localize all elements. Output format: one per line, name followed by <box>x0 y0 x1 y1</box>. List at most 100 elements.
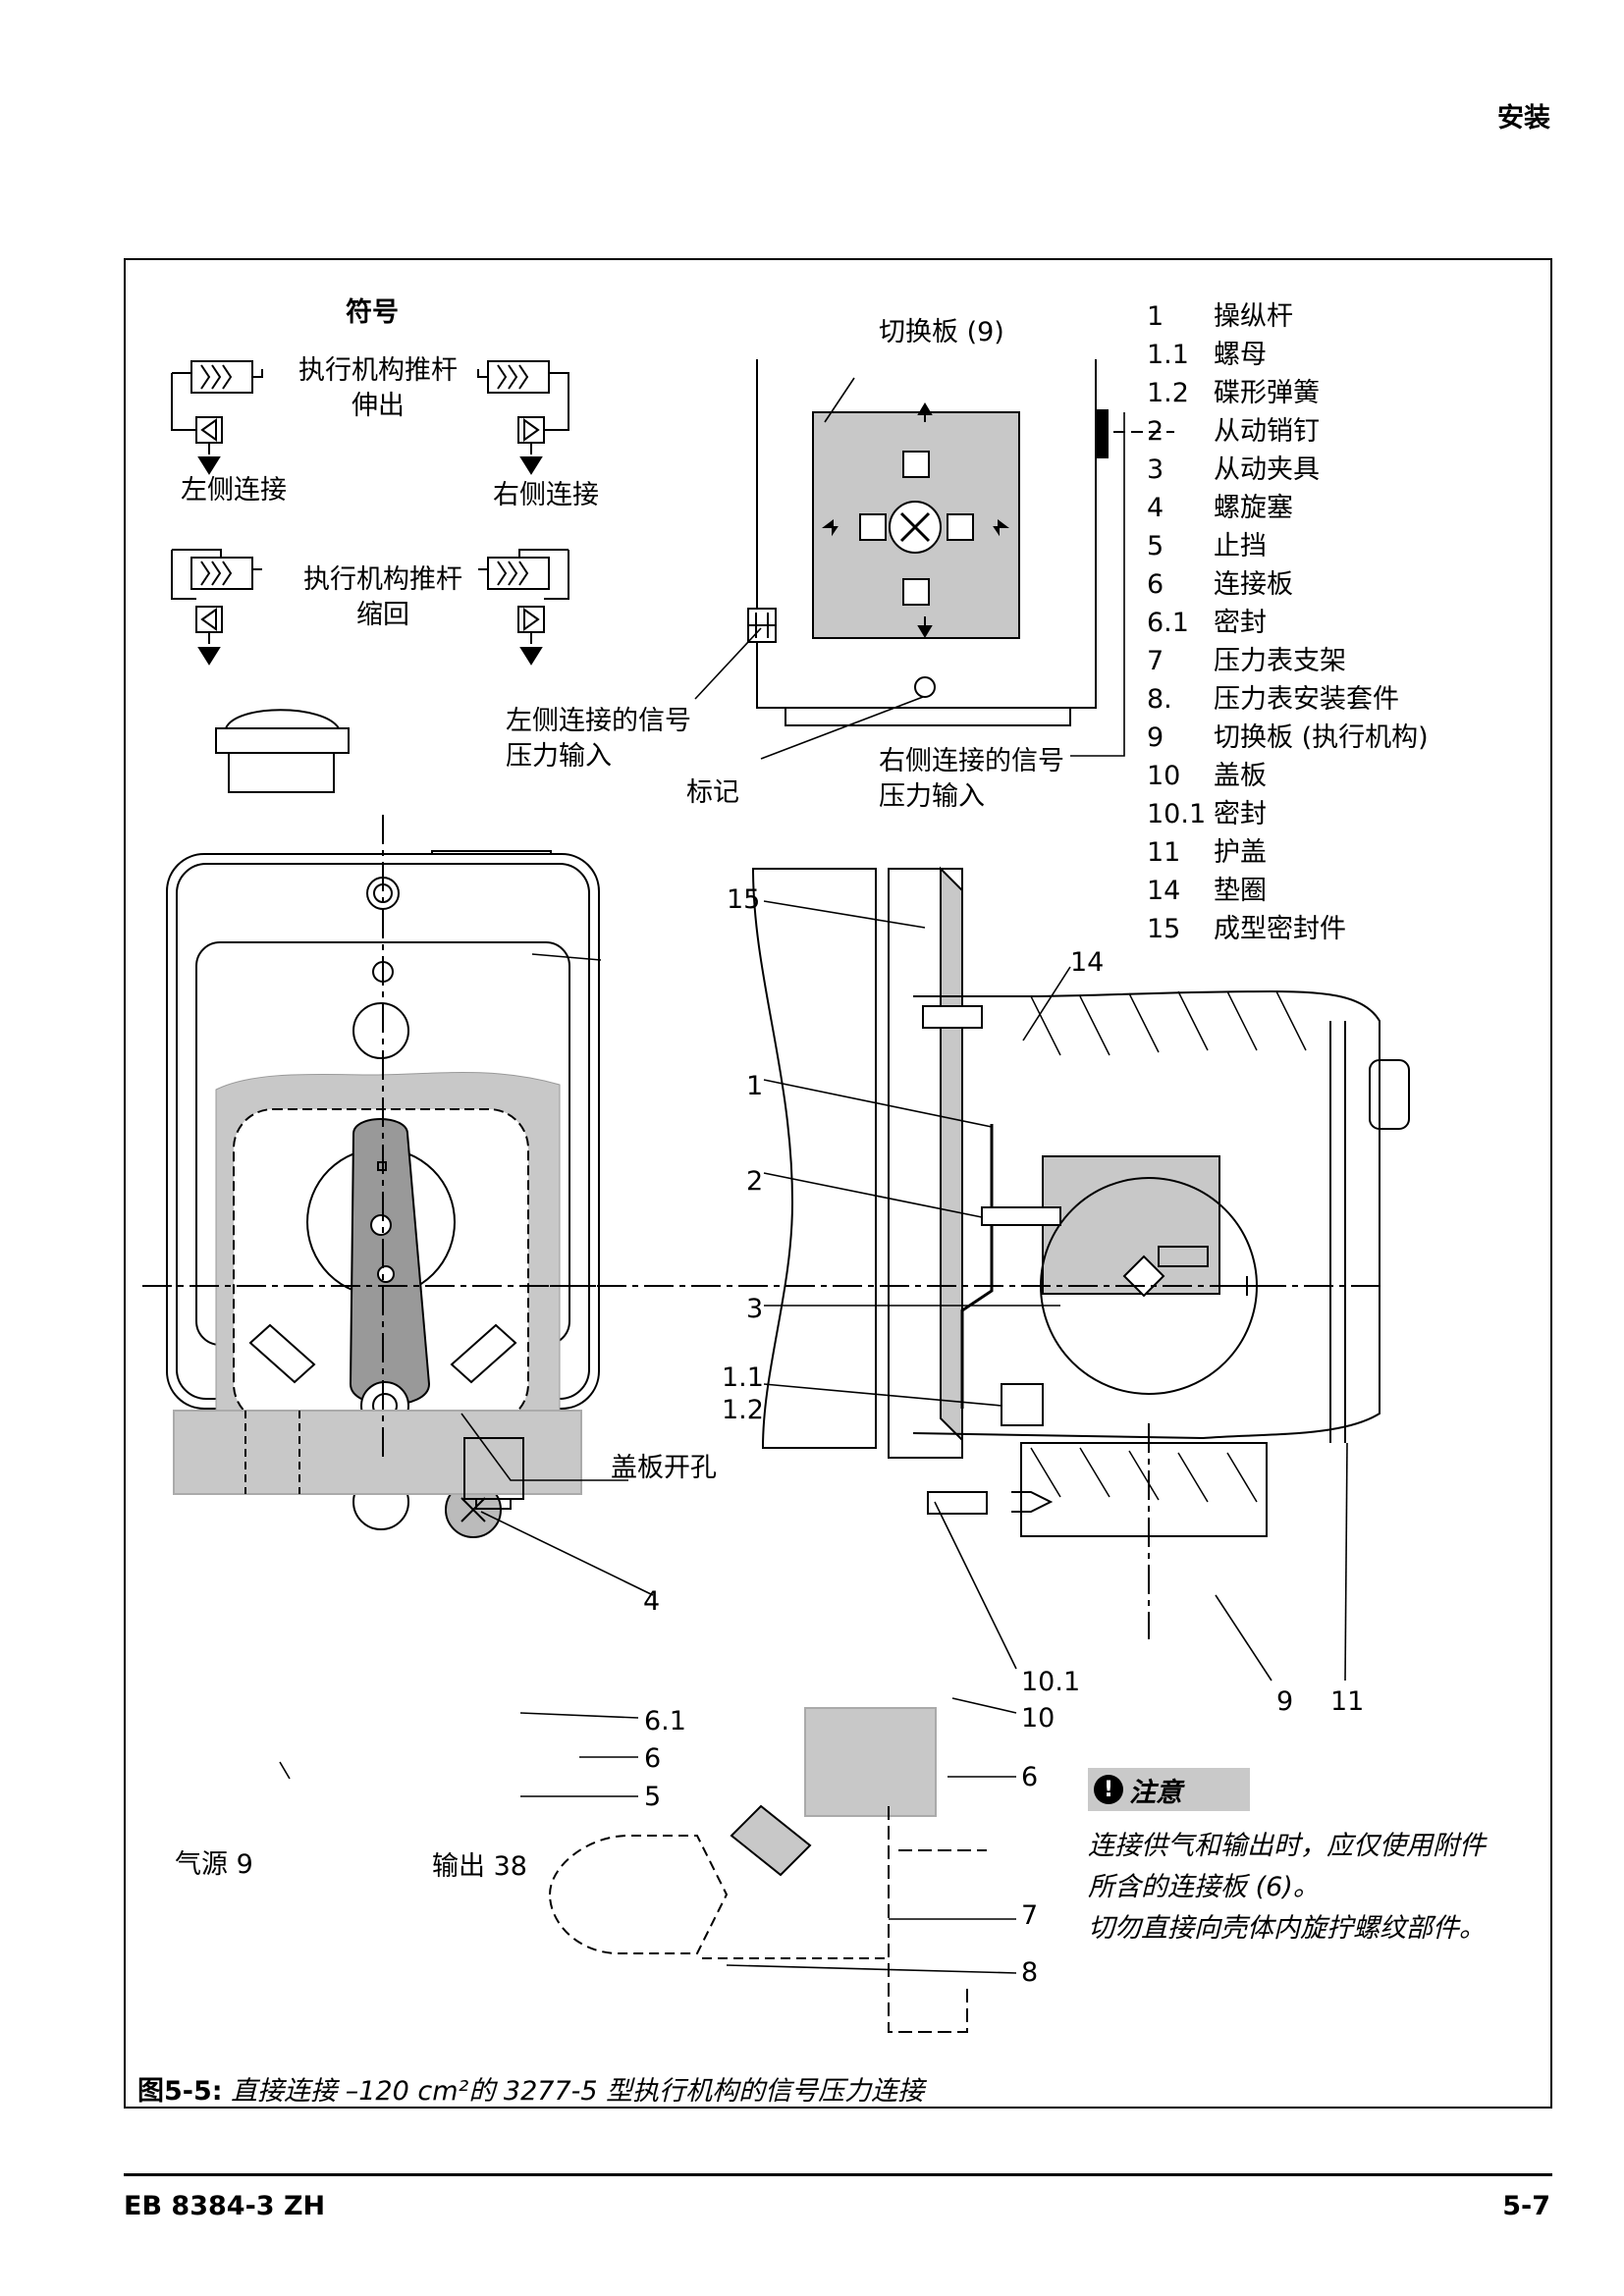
symbol-retract-line2: 缩回 <box>356 600 409 631</box>
leader-lines <box>279 377 1348 1974</box>
legend-text: 螺旋塞 <box>1214 493 1293 523</box>
callout-6-side: 6 <box>1021 1762 1039 1792</box>
legend-item: 6 连接板 <box>1147 565 1429 604</box>
legend-text: 密封 <box>1214 799 1267 829</box>
legend-text: 成型密封件 <box>1214 914 1346 944</box>
legend-num: 3 <box>1147 454 1164 485</box>
caution-header: ! 注意 <box>1088 1768 1250 1811</box>
legend-item: 1.1 螺母 <box>1147 336 1429 374</box>
symbols-title: 符号 <box>346 297 399 328</box>
legend-num: 9 <box>1147 722 1164 753</box>
legend-text: 密封 <box>1214 608 1267 638</box>
legend-item: 9 切换板 (执行机构) <box>1147 719 1429 757</box>
legend-num: 4 <box>1147 493 1164 523</box>
legend-item: 15 成型密封件 <box>1147 910 1429 948</box>
right-signal-input-label: 右侧连接的信号 压力输入 <box>879 744 1064 816</box>
legend-num: 6.1 <box>1147 608 1189 638</box>
callout-8: 8 <box>1021 1957 1039 1988</box>
legend-text: 护盖 <box>1214 837 1267 868</box>
legend-item: 7 压力表支架 <box>1147 642 1429 680</box>
left-signal-line1: 左侧连接的信号 <box>506 706 691 736</box>
legend-text: 从动夹具 <box>1214 454 1320 485</box>
callout-2: 2 <box>746 1166 764 1197</box>
legend-num: 7 <box>1147 646 1164 676</box>
legend-item: 14 垫圈 <box>1147 872 1429 910</box>
legend-text: 压力表支架 <box>1214 646 1346 676</box>
legend-num: 14 <box>1147 876 1181 906</box>
legend-text: 盖板 <box>1214 761 1267 791</box>
callout-1-2: 1.2 <box>722 1395 764 1425</box>
supply-label: 气源 9 <box>175 1849 253 1880</box>
legend-num: 5 <box>1147 531 1164 561</box>
footer-rule <box>124 2173 1552 2176</box>
legend-text: 连接板 <box>1214 569 1293 600</box>
legend-text: 垫圈 <box>1214 876 1267 906</box>
page-number: 5-7 <box>1502 2191 1550 2221</box>
legend-item: 4 螺旋塞 <box>1147 489 1429 527</box>
callout-7: 7 <box>1021 1900 1039 1931</box>
exclamation-icon: ! <box>1094 1775 1123 1804</box>
symbol-extend-label: 执行机构推杆 伸出 <box>285 353 471 425</box>
switch-plate-label: 切换板 (9) <box>879 317 1004 347</box>
right-signal-line1: 右侧连接的信号 <box>879 746 1064 776</box>
housing-front-view <box>142 709 623 1538</box>
callout-10: 10 <box>1021 1703 1056 1734</box>
callout-1: 1 <box>746 1071 764 1101</box>
caution-line-1: 连接供气和输出时，应仅使用附件 <box>1088 1831 1486 1861</box>
doc-id: EB 8384-3 ZH <box>124 2191 326 2221</box>
callout-9: 9 <box>1276 1686 1294 1717</box>
symbol-retract-line1: 执行机构推杆 <box>303 564 462 595</box>
callout-11: 11 <box>1330 1686 1365 1717</box>
right-signal-line2: 压力输入 <box>879 781 985 813</box>
caution-line-2: 所含的连接板 (6)。 <box>1088 1872 1320 1902</box>
callout-3: 3 <box>746 1294 764 1324</box>
legend-num: 1.1 <box>1147 340 1189 370</box>
callout-5: 5 <box>644 1782 662 1812</box>
legend-item: 6.1 密封 <box>1147 604 1429 642</box>
caption-label: 图5-5: <box>137 2076 223 2107</box>
symbol-retract-left <box>171 549 262 666</box>
legend-text: 螺母 <box>1214 340 1267 370</box>
cover-opening-label: 盖板开孔 <box>611 1453 717 1483</box>
caution-line-3: 切勿直接向壳体内旋拧螺纹部件。 <box>1088 1913 1486 1944</box>
symbol-extend-line2: 伸出 <box>352 391 405 422</box>
left-signal-input-label: 左侧连接的信号 压力输入 <box>506 704 691 775</box>
callout-15: 15 <box>727 884 761 915</box>
legend-num: 10.1 <box>1147 799 1207 829</box>
symbol-retract-right <box>478 549 569 666</box>
mark-label: 标记 <box>686 777 739 808</box>
legend-text: 止挡 <box>1214 531 1267 561</box>
left-connection-label: 左侧连接 <box>181 475 287 506</box>
housing-side-section <box>548 866 1410 2033</box>
legend-text: 切换板 (执行机构) <box>1214 722 1429 753</box>
caution-text: 连接供气和输出时，应仅使用附件 所含的连接板 (6)。 切勿直接向壳体内旋拧螺纹… <box>1088 1826 1549 1949</box>
legend-num: 15 <box>1147 914 1181 944</box>
callout-14: 14 <box>1070 947 1105 978</box>
symbol-extend-right <box>477 360 569 475</box>
right-connection-label: 右侧连接 <box>493 480 599 510</box>
symbol-extend-line1: 执行机构推杆 <box>298 355 458 386</box>
legend-num: 8. <box>1147 684 1172 715</box>
left-signal-line2: 压力输入 <box>506 741 612 773</box>
legend-text: 压力表安装套件 <box>1214 684 1399 715</box>
legend-item: 3 从动夹具 <box>1147 451 1429 489</box>
legend-item: 5 止挡 <box>1147 527 1429 565</box>
callout-1-1: 1.1 <box>722 1362 764 1393</box>
section-header: 安装 <box>1497 103 1550 133</box>
callout-4: 4 <box>643 1586 661 1617</box>
legend-num: 6 <box>1147 569 1164 600</box>
output-label: 输出 38 <box>432 1851 527 1882</box>
callout-6-front: 6 <box>644 1743 662 1774</box>
figure-caption: 图5-5: 直接连接 –120 cm²的 3277-5 型执行机构的信号压力连接 <box>137 2069 924 2108</box>
legend-text: 从动销钉 <box>1214 416 1320 447</box>
callout-6-1: 6.1 <box>644 1706 686 1736</box>
legend-text: 碟形弹簧 <box>1214 378 1320 408</box>
